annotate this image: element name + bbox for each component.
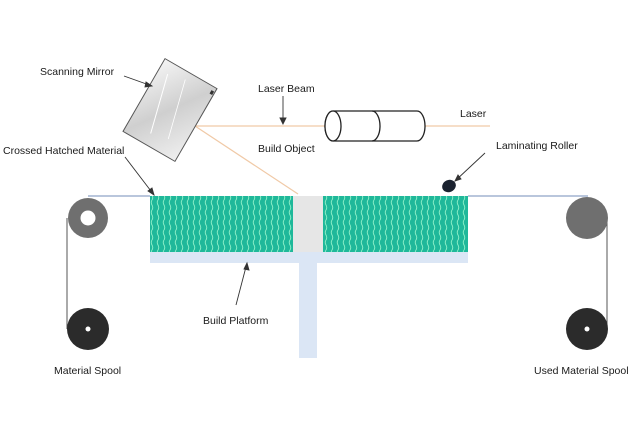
label-laser-beam: Laser Beam [258,83,315,95]
build-platform-top [150,252,468,263]
leader-crossed-hatched [124,156,155,196]
laser-beam-down [194,125,299,195]
label-used-material-spool: Used Material Spool [534,365,629,377]
build-platform-column [299,263,317,358]
leader-build-platform [235,262,248,306]
hatched-material-right-texture [323,196,468,252]
label-material-spool: Material Spool [54,365,121,377]
label-scanning-mirror: Scanning Mirror [40,66,115,78]
label-build-platform: Build Platform [203,315,269,327]
hatched-material-left-texture [150,196,293,252]
laser-cylinder-icon [324,110,426,142]
label-laminating-roller: Laminating Roller [496,140,578,152]
build-object [293,196,323,252]
take-up-roller-right [566,197,608,239]
leader-laminating-roller [454,152,486,182]
spool-icon [67,197,608,350]
label-build-object: Build Object [258,143,315,155]
label-laser: Laser [460,108,487,120]
label-crossed-hatched-material: Crossed Hatched Material [3,145,124,157]
scanning-mirror-icon [122,57,218,163]
laminating-roller-icon [442,179,456,193]
